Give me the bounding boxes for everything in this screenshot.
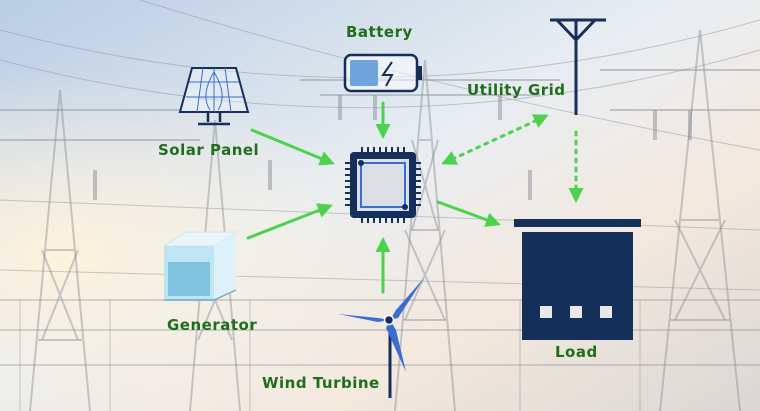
arrow-controller-to-load <box>436 200 501 227</box>
insulator-strings <box>93 95 692 200</box>
utility-pole-icon <box>550 18 606 115</box>
flow-arrows <box>246 101 584 294</box>
microchip-icon <box>345 147 421 223</box>
generator-label: Generator <box>167 316 258 334</box>
wind-turbine-icon <box>338 278 424 398</box>
generator-icon <box>162 231 238 301</box>
solar-panel-icon <box>178 67 250 126</box>
load-building-icon <box>514 219 641 340</box>
arrow-generator-to-controller <box>246 203 333 240</box>
battery-icon <box>343 53 422 93</box>
utility-grid-label: Utility Grid <box>467 81 566 99</box>
battery-label: Battery <box>346 23 413 41</box>
arrow-grid-controller-bidirectional <box>441 114 549 165</box>
wind-turbine-label: Wind Turbine <box>262 374 380 392</box>
arrow-solar-to-controller <box>250 128 335 166</box>
solar-panel-label: Solar Panel <box>158 141 260 159</box>
load-label: Load <box>555 343 598 361</box>
